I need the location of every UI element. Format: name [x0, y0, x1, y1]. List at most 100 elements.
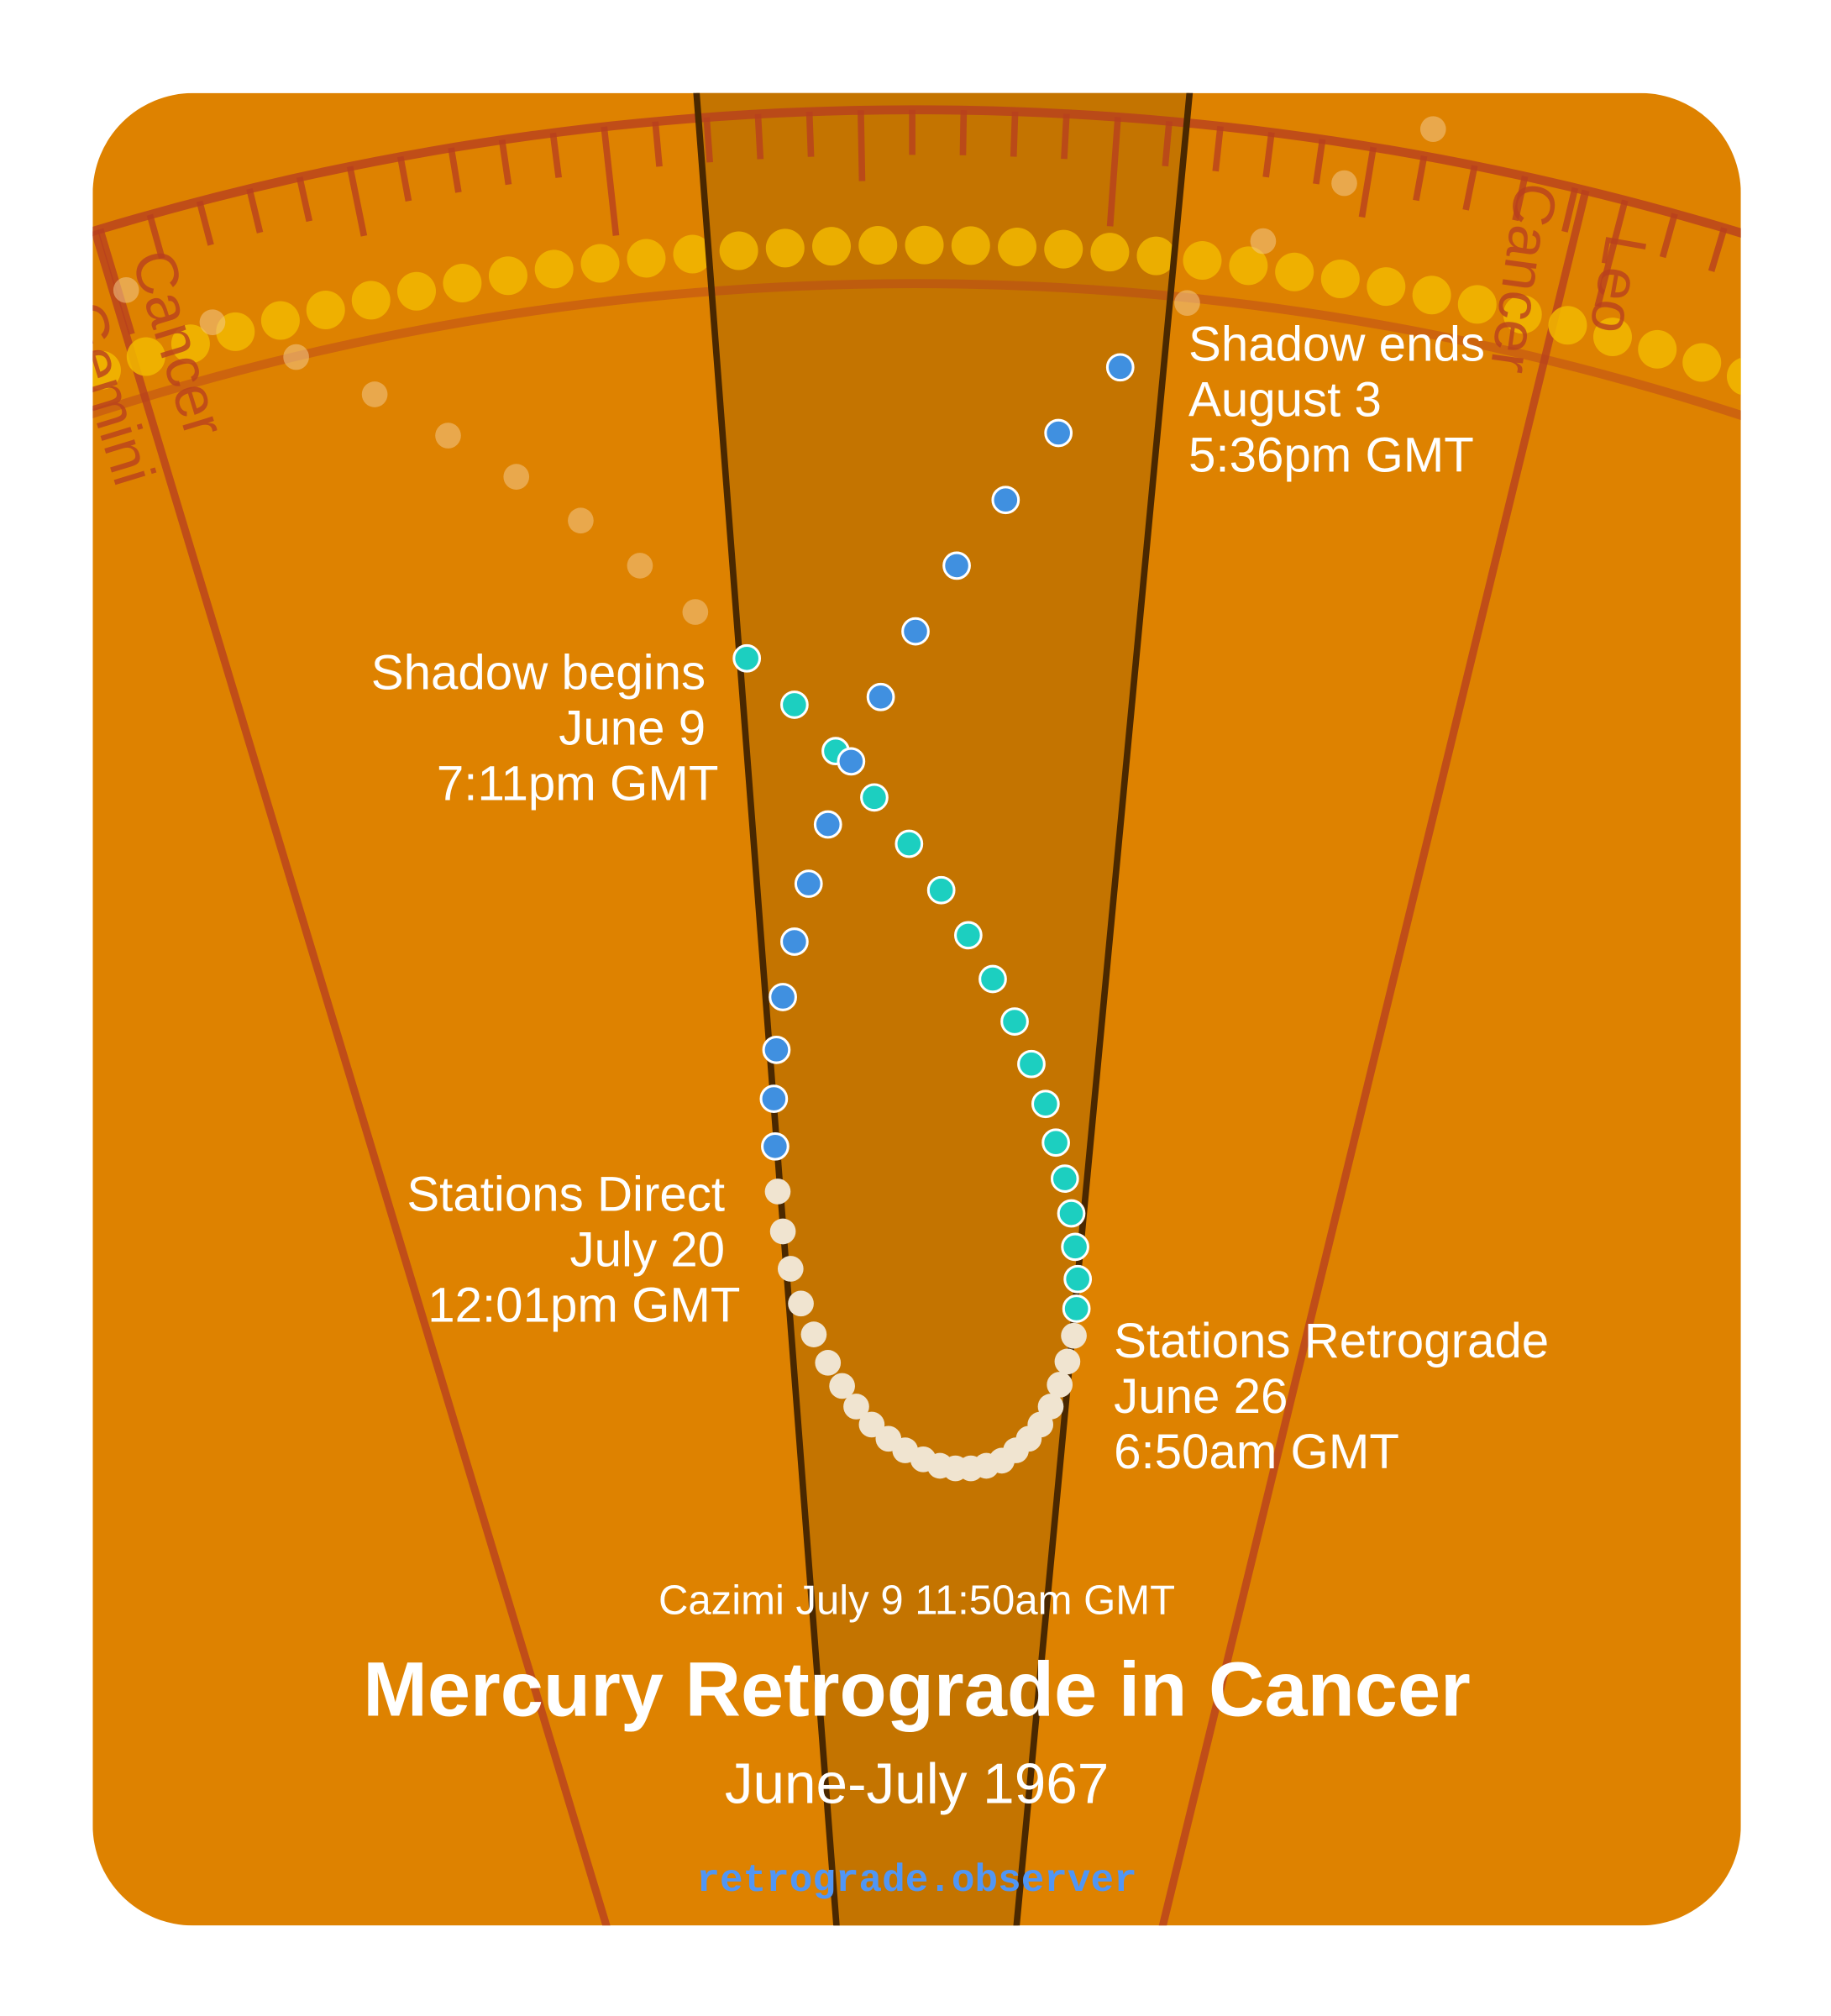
zodiac-tick	[97, 228, 135, 335]
mercury-faded-dot	[283, 344, 309, 370]
mercury-pre-shadow-dot	[860, 783, 889, 812]
mercury-pre-shadow-dot	[780, 690, 809, 719]
sun-position-dot	[171, 324, 210, 364]
footer-link[interactable]: retrograde.observer	[696, 1859, 1136, 1903]
mercury-pre-shadow-dot	[1000, 1007, 1029, 1036]
zodiac-tick	[703, 117, 713, 163]
sun-position-dot	[216, 312, 255, 351]
zodiac-tick	[3, 260, 17, 303]
label-shadow-begins: Shadow begins June 9 7:11pm GMT	[371, 646, 719, 811]
mercury-faded-dot	[627, 553, 653, 579]
zodiac-tick	[1358, 146, 1377, 218]
zodiac-tick	[1162, 121, 1173, 167]
event-time: 5:36pm GMT	[1188, 428, 1474, 482]
mercury-post-shadow-dot	[794, 869, 823, 898]
zodiac-tick	[652, 121, 663, 167]
sun-position-dot	[1412, 276, 1451, 315]
zodiac-tick	[549, 132, 562, 178]
event-date: June 26	[1114, 1369, 1288, 1424]
label-shadow-ends: Shadow ends August 3 5:36pm GMT	[1188, 318, 1485, 483]
event-date: July 20	[570, 1222, 726, 1277]
zodiac-tick	[1561, 186, 1579, 233]
sun-position-dot	[673, 234, 712, 274]
mercury-pre-shadow-dot	[1061, 1232, 1089, 1262]
event-title: Stations Direct	[407, 1167, 725, 1221]
label-stations-direct: Stations Direct July 20 12:01pm GMT	[407, 1167, 740, 1332]
zodiac-tick	[346, 165, 368, 237]
mercury-retrograde-dot	[800, 1321, 827, 1347]
mercury-pre-shadow-dot	[1031, 1089, 1060, 1119]
mercury-faded-dot	[435, 423, 461, 449]
sun-position-dot	[858, 225, 898, 265]
sun-position-dot	[126, 337, 165, 376]
mercury-faded-dot	[503, 464, 530, 490]
mercury-pre-shadow-dot	[978, 964, 1007, 994]
zodiac-tick	[858, 110, 866, 181]
sun-position-dot	[38, 365, 76, 404]
mercury-post-shadow-dot	[761, 1131, 790, 1161]
mercury-faded-dot	[568, 507, 594, 534]
mercury-retrograde-dot	[815, 1350, 842, 1376]
zodiac-tick	[448, 147, 462, 193]
zodiac-tick	[1594, 199, 1629, 307]
mercury-retrograde-dot	[1061, 1322, 1087, 1349]
mercury-pre-shadow-dot	[895, 829, 924, 858]
sun-position-dot	[1275, 252, 1314, 291]
zodiac-tick	[1106, 117, 1121, 227]
mercury-path	[113, 116, 1446, 1482]
zodiac-tick	[1061, 113, 1070, 160]
sun-position-dot	[1183, 241, 1222, 281]
sun-position-dot	[92, 350, 121, 390]
sun-position-dot	[1136, 236, 1176, 276]
mercury-pre-shadow-dot	[953, 921, 983, 950]
zodiac-tick	[1708, 227, 1728, 272]
shadow-band	[695, 92, 1192, 1926]
zodiac-tick	[1313, 139, 1326, 185]
shadow-begin-line	[692, 92, 841, 1926]
mercury-pre-shadow-dot	[1017, 1049, 1046, 1079]
mercury-pre-shadow-dot	[1063, 1264, 1093, 1294]
mercury-faded-dot	[1250, 228, 1277, 255]
zodiac-tick	[1659, 213, 1678, 259]
mercury-post-shadow-dot	[1044, 418, 1073, 448]
cazimi-label: Cazimi July 9 11:50am GMT	[658, 1578, 1175, 1623]
zodiac-tick	[296, 176, 313, 223]
mercury-post-shadow-dot	[991, 486, 1020, 515]
zodiac-tick	[1760, 243, 1773, 286]
sun-position-dot	[998, 228, 1037, 266]
sun-position-dot	[488, 256, 527, 296]
zodiac-tick	[498, 139, 512, 186]
mercury-retrograde-dot	[764, 1179, 791, 1205]
sun-position-dot	[534, 249, 574, 289]
sun-position-dot	[812, 227, 852, 266]
mercury-faded-dot	[682, 599, 709, 625]
page-title: Mercury Retrograde in Cancer	[363, 1646, 1471, 1732]
subtitle: June-July 1967	[725, 1753, 1109, 1816]
sun-position-dot	[1457, 285, 1497, 324]
mercury-retrograde-dot	[777, 1256, 804, 1282]
mercury-post-shadow-dot	[759, 1084, 789, 1113]
zodiac-tick	[196, 200, 214, 246]
sun-path	[38, 225, 1741, 404]
shadow-end-line	[1012, 92, 1194, 1926]
zodiac-tick	[1212, 126, 1224, 172]
mercury-retrograde-dot	[858, 1411, 885, 1438]
zodiac-tick	[754, 113, 764, 160]
mercury-post-shadow-dot	[901, 617, 930, 646]
sun-position-dot	[627, 239, 666, 278]
sign-boundary-line	[92, 229, 658, 1926]
sun-position-dot	[580, 244, 620, 283]
mercury-retrograde-dot	[829, 1373, 855, 1399]
mercury-retrograde-dot	[769, 1218, 796, 1245]
mercury-retrograde-dot	[843, 1394, 869, 1420]
sun-position-dot	[905, 225, 944, 265]
mercury-post-shadow-dot	[780, 927, 809, 956]
sun-position-dot	[260, 301, 300, 340]
mercury-post-shadow-dot	[762, 1035, 791, 1064]
zodiac-tick	[1413, 155, 1428, 202]
mercury-post-shadow-dot	[813, 810, 842, 839]
zodiac-tick	[51, 244, 65, 287]
zodiac-tick	[396, 155, 412, 202]
mercury-retrograde-dot	[1054, 1348, 1081, 1375]
sun-position-dot	[1592, 318, 1632, 357]
